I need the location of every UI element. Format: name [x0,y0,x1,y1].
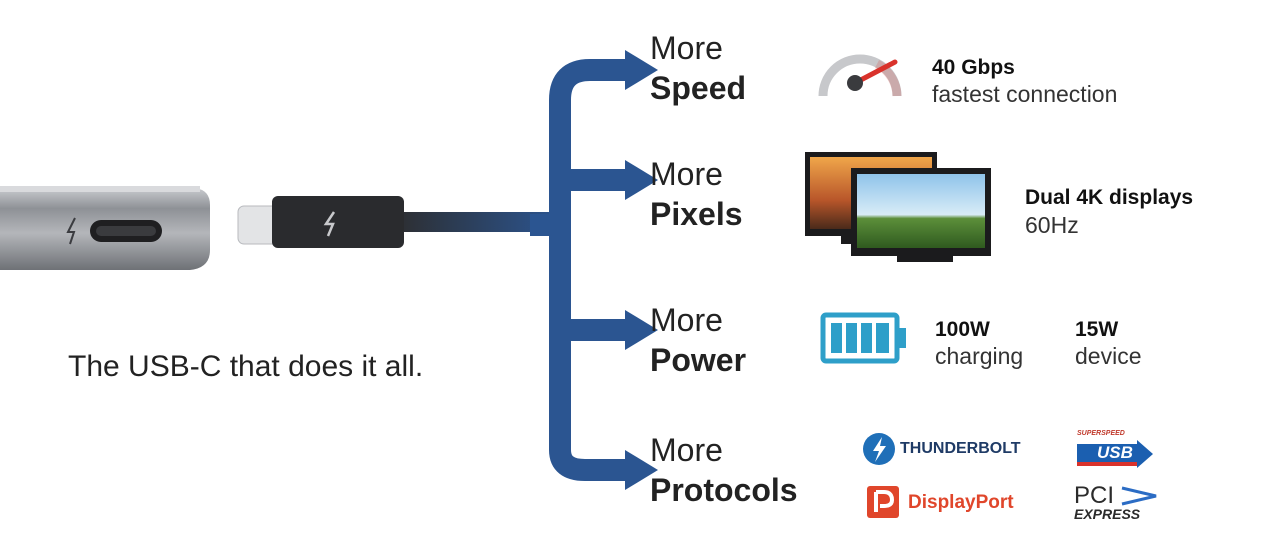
thunderbolt-icon [863,433,895,465]
tagline: The USB-C that does it all. [68,350,424,383]
feature-label: Protocols [650,472,798,508]
speedometer-icon [818,54,902,97]
power-charging-value: 100W [935,318,990,341]
pci-text: PCI [1074,482,1115,509]
pixels-desc: 60Hz [1025,212,1079,238]
usb-superspeed-text: SUPERSPEED [1077,430,1125,437]
pci-express-logo: PCI EXPRESS [1074,482,1169,524]
feature-word: More [650,302,723,338]
chevron-right-icon [1121,486,1157,506]
dual-monitor-icon [805,152,991,262]
power-device-desc: device [1075,343,1142,369]
thunderbolt-text: THUNDERBOLT [900,440,1021,457]
pixels-value: Dual 4K displays [1025,186,1194,209]
speed-value: 40 Gbps [932,56,1015,79]
feature-label: Power [650,342,747,378]
usb-arrow-icon [1077,440,1153,468]
branch-arrow [530,50,658,490]
feature-word: More [650,432,723,468]
express-text: EXPRESS [1074,506,1141,522]
displayport-text: DisplayPort [908,492,1014,513]
usb-text: USB [1097,443,1133,462]
feature-word: More [650,156,723,192]
thunderbolt-logo: THUNDERBOLT [862,432,1027,468]
feature-label: Pixels [650,196,743,232]
feature-speed: More Speed [650,28,746,108]
displayport-icon [867,486,899,518]
power-charging-desc: charging [935,343,1024,369]
speed-desc: fastest connection [932,81,1118,107]
displayport-logo: DisplayPort [866,485,1031,521]
laptop-edge-image [0,186,210,270]
feature-pixels: More Pixels [650,154,743,234]
battery-icon [820,312,906,364]
feature-word: More [650,30,723,66]
thunderbolt-cable-image [237,196,560,248]
usb-logo: SUPERSPEED USB [1075,430,1157,474]
feature-protocols: More Protocols [650,430,798,510]
feature-power: More Power [650,300,746,380]
feature-label: Speed [650,70,747,106]
power-device-value: 15W [1075,318,1119,341]
